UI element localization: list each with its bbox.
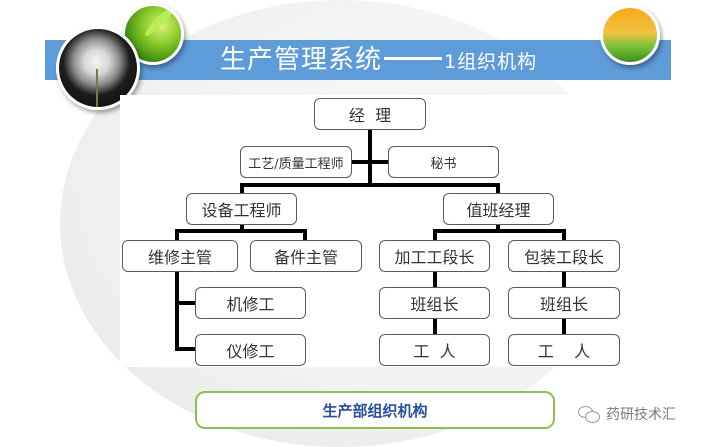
connector-to-packaging (562, 229, 566, 240)
connector-to-processing (433, 229, 437, 240)
connector-pack-worker (562, 319, 566, 334)
node-process-quality-engineer: 工艺/质量工程师 (240, 146, 352, 178)
title-dash (384, 57, 443, 60)
connector-equip-bar (175, 229, 307, 233)
connector-pack-team (562, 272, 566, 287)
wechat-icon (578, 406, 600, 423)
node-packaging-section-chief: 包装工段长 (508, 240, 620, 272)
node-processing-worker: 工 人 (379, 334, 490, 366)
connector-maint-trunk (175, 272, 179, 351)
node-spare-parts-supervisor: 备件主管 (250, 240, 362, 272)
watermark-text: 药研技术汇 (606, 407, 676, 423)
connector-proc-team (433, 272, 437, 287)
connector-to-instrument (175, 347, 195, 351)
node-manager: 经 理 (314, 98, 426, 130)
watermark: 药研技术汇 (578, 404, 676, 424)
node-packaging-team-leader: 班组长 (508, 287, 620, 319)
leaf-blade (142, 6, 180, 39)
connector-to-shift (496, 183, 500, 193)
connector-staff (352, 160, 388, 164)
node-equipment-engineer: 设备工程师 (186, 193, 297, 225)
connector-shift-down (496, 225, 500, 231)
connector-to-equipment (240, 183, 244, 193)
title-sub: 1组织机构 (444, 51, 538, 73)
tulip-photo-icon (600, 5, 660, 65)
node-mechanic: 机修工 (195, 287, 306, 319)
caption-text: 生产部组织机构 (322, 401, 428, 420)
node-maintenance-supervisor: 维修主管 (122, 240, 238, 272)
connector-manager-trunk (368, 130, 372, 185)
connector-to-spares (303, 229, 307, 240)
chart-caption: 生产部组织机构 (195, 391, 555, 429)
node-processing-section-chief: 加工工段长 (379, 240, 490, 272)
connector-shift-bar (433, 229, 566, 233)
dandelion-stem (96, 69, 98, 107)
page-title: 生产管理系统 1组织机构 (220, 40, 537, 80)
connector-level2-bar (240, 183, 500, 187)
node-packaging-worker: 工 人 (508, 334, 620, 366)
connector-to-mechanic (175, 301, 195, 305)
title-main: 生产管理系统 (220, 45, 383, 75)
node-instrument-repairer: 仪修工 (195, 334, 306, 366)
node-secretary: 秘书 (388, 146, 499, 178)
connector-to-maint (175, 229, 179, 240)
connector-proc-worker (433, 319, 437, 334)
connector-equip-down (240, 225, 244, 231)
node-shift-manager: 值班经理 (443, 193, 554, 225)
node-processing-team-leader: 班组长 (379, 287, 490, 319)
